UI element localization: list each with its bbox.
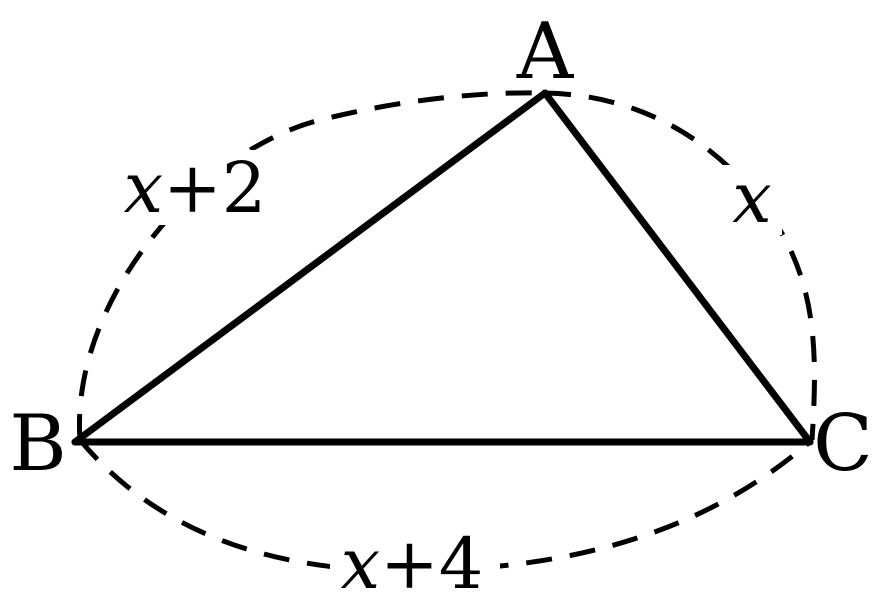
side-label-bc-rest: +4	[380, 523, 483, 605]
side-label-ab: x+2	[124, 147, 267, 229]
vertex-label-a: A	[516, 7, 575, 97]
edge-ac	[541, 89, 814, 446]
vertex-label-b: B	[9, 399, 66, 489]
vertex-label-c: C	[813, 399, 873, 489]
side-label-bc: x+4	[341, 523, 484, 605]
arc-ab	[76, 90, 546, 441]
label-ab-bg	[112, 150, 277, 225]
side-label-ab-variable: x	[124, 147, 163, 229]
side-label-bc-variable: x	[341, 523, 380, 605]
label-bc-bg	[330, 528, 500, 603]
side-label-ac-variable: x	[732, 157, 771, 239]
side-label-ac: x	[732, 157, 771, 239]
side-label-ab-rest: +2	[163, 147, 266, 229]
edge-ab	[71, 89, 549, 446]
label-ac-bg	[722, 165, 782, 235]
